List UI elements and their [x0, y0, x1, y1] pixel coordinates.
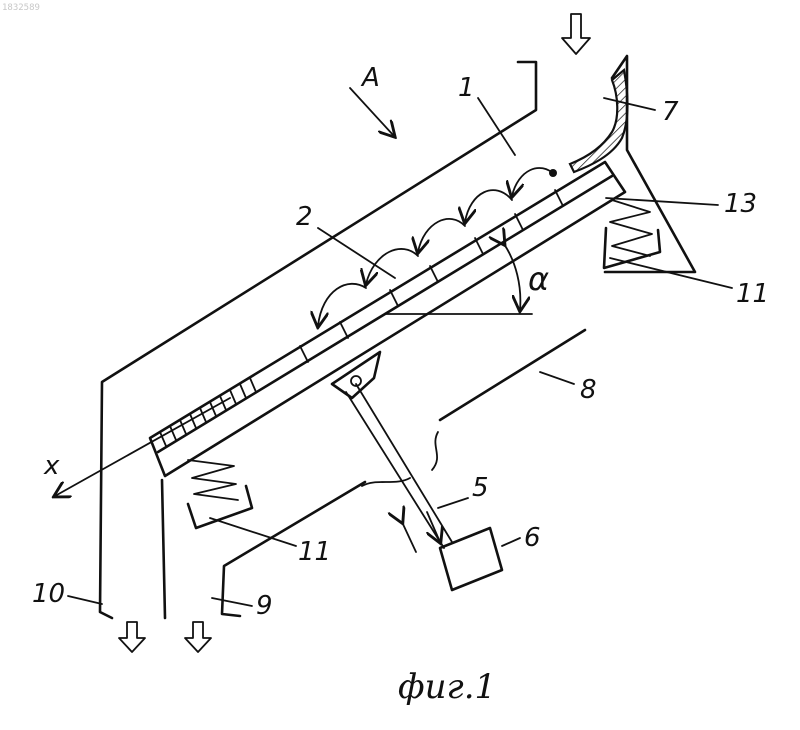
leader-lines — [68, 98, 732, 606]
label-part-6: 6 — [524, 523, 541, 553]
part-labels: 1 2 5 6 7 8 9 10 11 11 13 А x α — [32, 63, 769, 621]
pivot-rod-5 — [332, 352, 452, 552]
housing-9 — [222, 482, 365, 616]
label-part-1: 1 — [458, 73, 475, 103]
outlet-arrow-right-icon — [185, 622, 211, 652]
view-a-arrow — [350, 88, 394, 136]
inlet-arrow-icon — [562, 14, 590, 54]
inclined-deck — [150, 162, 625, 476]
label-part-11-lower: 11 — [298, 537, 331, 567]
label-part-5: 5 — [472, 473, 489, 503]
label-part-7: 7 — [662, 97, 679, 127]
housing-8 — [362, 330, 585, 486]
angle-alpha — [385, 244, 532, 314]
document-id: 1832589 — [2, 3, 40, 13]
label-part-9: 9 — [256, 591, 273, 621]
figure-caption: фиг.1 — [398, 667, 496, 707]
label-angle-alpha: α — [528, 260, 549, 298]
label-view-a: А — [360, 63, 380, 93]
x-axis-arrow — [55, 398, 230, 496]
outlet-arrow-left-icon — [119, 622, 145, 652]
label-part-8: 8 — [580, 375, 597, 405]
label-part-13: 13 — [724, 189, 757, 219]
spring-lower — [188, 460, 252, 528]
label-part-10: 10 — [32, 579, 65, 609]
particle-dot — [549, 169, 557, 177]
label-part-11-upper: 11 — [736, 279, 769, 309]
label-axis-x: x — [43, 451, 60, 481]
label-part-2: 2 — [296, 202, 313, 232]
